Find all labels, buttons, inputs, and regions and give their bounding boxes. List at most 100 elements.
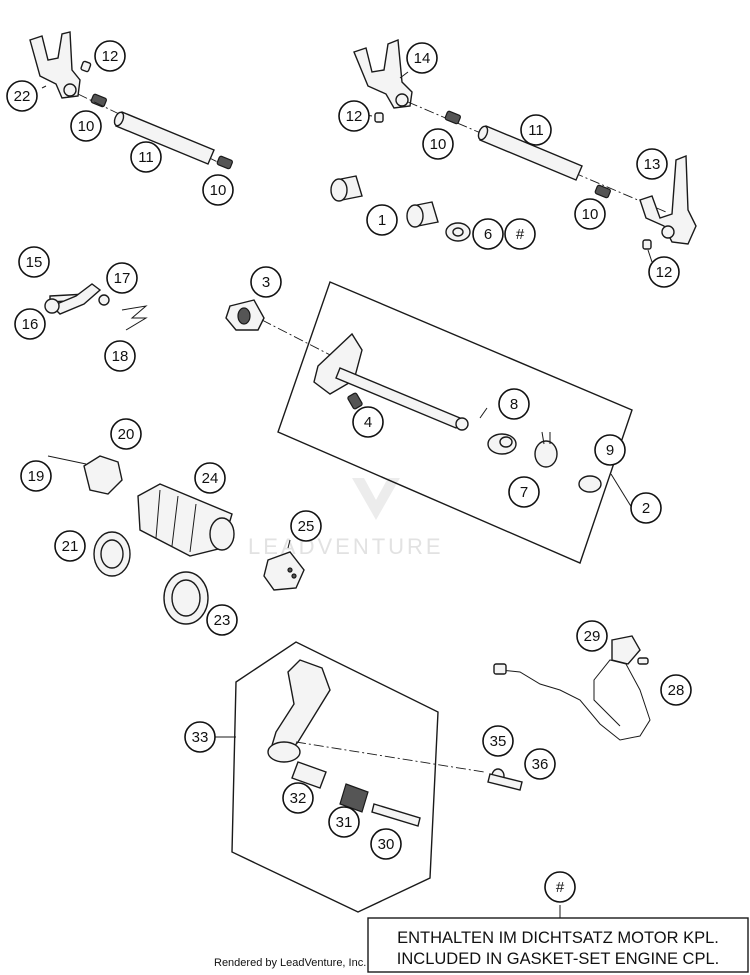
callout-item: #: [504, 218, 536, 250]
bearing-ring-21-inner: [100, 539, 124, 569]
callout-item: 2: [630, 492, 662, 524]
callout-item: 23: [206, 604, 238, 636]
callout-circle: [482, 725, 514, 757]
callout-label: 21: [62, 538, 79, 555]
spring-7: [534, 431, 558, 468]
callout-label: 10: [430, 136, 447, 153]
callout-label: 6: [484, 226, 492, 243]
washer-6-bore: [452, 227, 464, 237]
callout-circle: [194, 462, 226, 494]
shift-drum-cam-20: [47, 455, 123, 495]
callout-circle: [648, 256, 680, 288]
callout-label: 32: [290, 790, 307, 807]
spring-10-b: [216, 155, 233, 170]
callout-item: 12: [648, 256, 680, 288]
shift-fork-22: [29, 31, 81, 99]
callout-item: 1: [366, 204, 398, 236]
callout-item: 33: [184, 721, 216, 753]
callout-item: 10: [202, 174, 234, 206]
callout-label: 30: [378, 836, 395, 853]
callout-item: 36: [524, 748, 556, 780]
callout-label: 3: [262, 274, 270, 291]
callout-circle: [14, 308, 46, 340]
callout-circle: [636, 148, 668, 180]
callout-circle: [338, 100, 370, 132]
callout-label: #: [516, 226, 525, 243]
callout-circle: [18, 246, 50, 278]
gear-sensor-29: [493, 635, 651, 741]
fork-rail-11-b: [477, 125, 583, 181]
callout-label: #: [556, 879, 565, 896]
callout-circle: [328, 806, 360, 838]
callout-label: 35: [490, 733, 507, 750]
callout-label: 12: [656, 264, 673, 281]
callout-label: 1: [378, 212, 386, 229]
callout-label: 19: [28, 468, 45, 485]
bushing-32: [291, 761, 327, 789]
callout-label: 7: [520, 484, 528, 501]
washer-9: [578, 475, 602, 493]
callout-circle: [630, 492, 662, 524]
callout-circle: [202, 174, 234, 206]
callout-label: 12: [346, 108, 363, 125]
callout-circle: [508, 476, 540, 508]
note-line-1: ENTHALTEN IM DICHTSATZ MOTOR KPL.: [397, 929, 719, 947]
callout-label: 15: [26, 254, 43, 271]
callout-label: 8: [510, 396, 518, 413]
callout-label: 10: [78, 118, 95, 135]
callout-label: 28: [668, 682, 685, 699]
bearing-3: [225, 299, 265, 331]
callout-circle: [70, 110, 102, 142]
callout-circle: [352, 406, 384, 438]
callout-circle: [472, 218, 504, 250]
detent-lever-group: [44, 283, 148, 331]
callout-circle: [206, 604, 238, 636]
callout-item: 3: [250, 266, 282, 298]
callout-circle: [250, 266, 282, 298]
callout-circle: [520, 114, 552, 146]
callout-item: #: [544, 871, 576, 903]
callout-circle: [498, 388, 530, 420]
callout-label: 12: [102, 48, 119, 65]
spring-31: [339, 783, 369, 813]
frame-shift-lever-assembly: [231, 641, 439, 913]
spring-4: [347, 392, 363, 410]
callout-item: 14: [406, 42, 438, 74]
spring-10-c: [444, 110, 461, 125]
spring-10-d: [594, 184, 611, 199]
callout-circle: [504, 218, 536, 250]
callout-item: 12: [338, 100, 370, 132]
render-credit: Rendered by LeadVenture, Inc.: [214, 957, 366, 969]
callout-label: 16: [22, 316, 39, 333]
callout-item: 21: [54, 530, 86, 562]
needle-bearing-1-a: [330, 175, 363, 202]
callout-item: 32: [282, 782, 314, 814]
fork-rail-11-a: [113, 111, 215, 165]
callout-label: 22: [14, 88, 31, 105]
shift-fork-14: [353, 39, 413, 109]
callout-item: 12: [94, 40, 126, 72]
callout-circle: [282, 782, 314, 814]
callout-item: 22: [6, 80, 38, 112]
callout-circle: [94, 40, 126, 72]
callout-item: 7: [508, 476, 540, 508]
callout-circle: [660, 674, 692, 706]
shift-fork-13: [639, 154, 697, 245]
callout-label: 9: [606, 442, 614, 459]
note-line-2: INCLUDED IN GASKET-SET ENGINE CPL.: [397, 950, 719, 968]
callout-circle: [544, 871, 576, 903]
callout-label: 4: [364, 414, 372, 431]
callout-item: 24: [194, 462, 226, 494]
callout-item: 19: [20, 460, 52, 492]
callout-label: 17: [114, 270, 131, 287]
callout-item: 11: [520, 114, 552, 146]
callout-circle: [6, 80, 38, 112]
callout-circle: [104, 340, 136, 372]
callout-circle: [184, 721, 216, 753]
callout-label: 11: [528, 122, 544, 139]
callout-item: 6: [472, 218, 504, 250]
shift-drum-24: [137, 483, 235, 557]
callout-item: 29: [576, 620, 608, 652]
callout-item: 4: [352, 406, 384, 438]
